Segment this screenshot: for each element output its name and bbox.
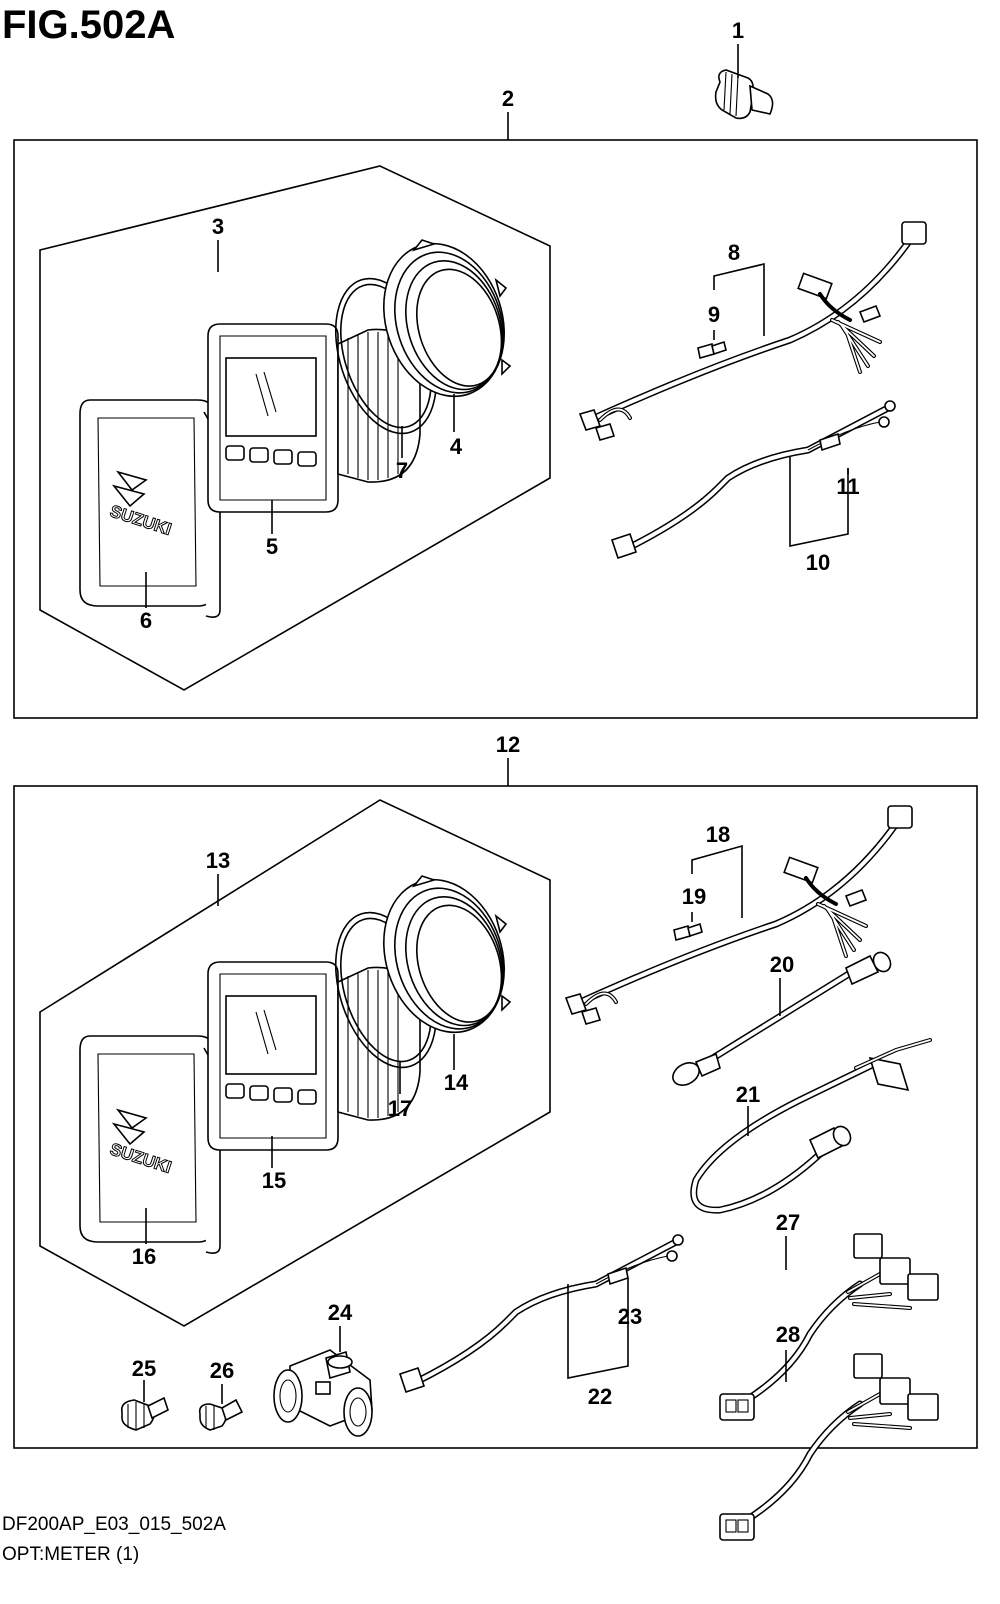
- callout-10: 10: [806, 550, 830, 575]
- callout-6: 6: [140, 608, 152, 633]
- callout-9: 9: [708, 302, 720, 327]
- callout-2: 2: [502, 86, 514, 111]
- meter-unit-upper: [207, 323, 421, 513]
- leader-lines: [143, 44, 849, 1404]
- figure-title: FIG.502A: [2, 3, 175, 47]
- callout-8: 8: [728, 240, 740, 265]
- group-frame-upper: [13, 139, 978, 719]
- callout-19: 19: [682, 884, 706, 909]
- cover-bezel-lower: [79, 1035, 221, 1254]
- screw-upper: [697, 341, 727, 359]
- main-harness-lower: [566, 806, 912, 1024]
- terminator-26: [198, 1398, 244, 1431]
- callout-22: 22: [588, 1384, 612, 1409]
- kit-frame-upper: [39, 165, 551, 691]
- plug-part: [714, 69, 774, 120]
- group-frame-lower: [13, 785, 978, 1449]
- callout-23: 23: [618, 1304, 642, 1329]
- drawing-code: DF200AP_E03_015_502A: [2, 1514, 226, 1535]
- callout-5: 5: [266, 534, 278, 559]
- callout-28: 28: [776, 1322, 800, 1347]
- callout-7: 7: [396, 458, 408, 483]
- main-harness-upper: [580, 222, 926, 440]
- kit-frame-lower: [39, 799, 551, 1327]
- callout-4: 4: [450, 434, 463, 459]
- drop-cable: [690, 1038, 932, 1214]
- callout-20: 20: [770, 952, 794, 977]
- callout-11: 11: [836, 474, 859, 499]
- callout-14: 14: [444, 1070, 469, 1095]
- callout-numbers: 1 2 3 4 5 6 7 8 9 10 11 12 13 14 15 16 1…: [132, 18, 860, 1409]
- callout-17: 17: [388, 1096, 412, 1121]
- cover-bezel-upper: [79, 399, 221, 618]
- callout-15: 15: [262, 1168, 286, 1193]
- callout-27: 27: [776, 1210, 800, 1235]
- terminator-25: [120, 1396, 169, 1431]
- callout-21: 21: [736, 1082, 760, 1107]
- callout-1: 1: [732, 18, 744, 43]
- callout-24: 24: [328, 1300, 353, 1325]
- callout-26: 26: [210, 1358, 234, 1383]
- callout-12: 12: [496, 732, 520, 757]
- figure-caption: OPT:METER (1): [2, 1544, 139, 1565]
- meter-unit-lower: [207, 961, 421, 1151]
- screw-lower: [673, 923, 703, 941]
- callout-25: 25: [132, 1356, 156, 1381]
- callout-16: 16: [132, 1244, 156, 1269]
- callout-3: 3: [212, 214, 224, 239]
- callout-13: 13: [206, 848, 230, 873]
- t-connector: [273, 1349, 373, 1437]
- connector-harness-28: [720, 1354, 938, 1540]
- backbone-cable: [672, 951, 892, 1086]
- callout-18: 18: [706, 822, 730, 847]
